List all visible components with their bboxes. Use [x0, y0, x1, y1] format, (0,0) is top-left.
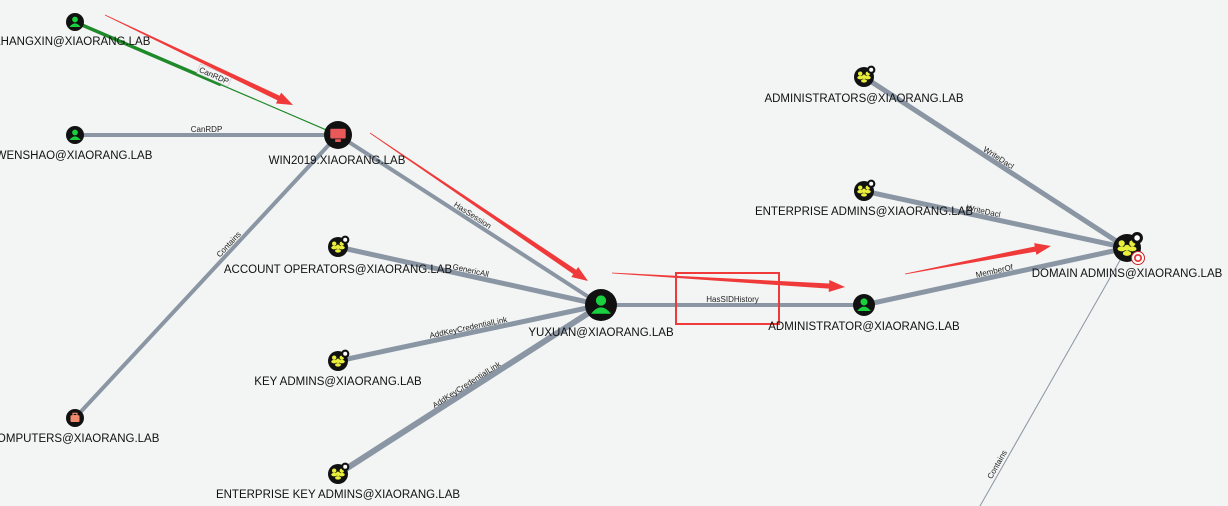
node-label: KEY ADMINS@XIAORANG.LAB — [254, 376, 422, 388]
node-win2019[interactable] — [324, 121, 352, 149]
node-label: COMPUTERS@XIAORANG.LAB — [0, 433, 160, 445]
edge-label-box — [196, 63, 233, 87]
edges-layer — [73, 20, 1130, 506]
node-label: ADMINISTRATOR@XIAORANG.LAB — [768, 321, 960, 333]
node-wenshao[interactable] — [66, 126, 84, 144]
group-icon — [328, 349, 350, 371]
computer-icon — [324, 121, 352, 149]
node-administrator[interactable] — [853, 294, 875, 316]
edge-genericall-account_operators[interactable] — [335, 244, 604, 308]
edge-writedacl-enterprise_admins[interactable] — [861, 188, 1130, 251]
group-icon — [854, 65, 876, 87]
node-labels-layer: ZHANGXIN@XIAORANG.LAB WENSHAO@XIAORANG.LA… — [0, 36, 1223, 501]
user-icon — [853, 294, 875, 316]
node-label: ENTERPRISE KEY ADMINS@XIAORANG.LAB — [216, 489, 460, 501]
nodes-layer — [66, 13, 1145, 484]
node-domain-admins[interactable] — [1113, 232, 1145, 265]
node-yuxuan[interactable] — [585, 289, 617, 321]
edge-label-text: CanRDP — [191, 125, 223, 134]
edge-writedacl-administrators[interactable] — [861, 74, 1130, 251]
edge-addkeycredentiallink-key_admins[interactable] — [335, 302, 604, 364]
edge-contains-win2019[interactable] — [73, 133, 340, 420]
node-label: DOMAIN ADMINS@XIAORANG.LAB — [1032, 268, 1223, 280]
briefcase-icon — [66, 409, 84, 427]
node-enterprise-admins[interactable] — [854, 179, 876, 201]
red-arrow-memberof — [904, 243, 1051, 275]
user-icon — [66, 13, 84, 31]
node-administrators[interactable] — [854, 65, 876, 87]
red-arrow-hassession — [369, 132, 588, 281]
group-icon — [328, 462, 350, 484]
highlight-box — [675, 272, 780, 325]
edge-label-hassession: HasSession — [452, 200, 493, 231]
edge-contains-domain_admins[interactable] — [979, 247, 1128, 506]
group-icon — [854, 179, 876, 201]
group-icon — [328, 235, 350, 257]
red-arrow-zhangxin — [104, 14, 293, 105]
node-account-operators[interactable] — [328, 235, 350, 257]
edge-hassession-win2019[interactable] — [336, 133, 603, 307]
node-label: ADMINISTRATORS@XIAORANG.LAB — [764, 93, 963, 105]
user-icon — [585, 289, 617, 321]
node-label: WENSHAO@XIAORANG.LAB — [0, 150, 153, 162]
edge-label-addkeycredentiallink: AddKeyCredentialLink — [431, 359, 503, 410]
edge-addkeycredentiallink-enterprise_key_admins[interactable] — [335, 302, 604, 477]
edge-label-text: HasSIDHistory — [706, 295, 758, 304]
annotations-layer — [104, 14, 1051, 325]
edge-label-canrdp: CanRDP — [191, 125, 223, 134]
node-label: YUXUAN@XIAORANG.LAB — [528, 327, 674, 339]
node-label: ACCOUNT OPERATORS@XIAORANG.LAB — [224, 264, 453, 276]
red-arrow-hassidhistory — [611, 272, 845, 293]
node-label: WIN2019.XIAORANG.LAB — [269, 155, 406, 167]
edge-memberof-administrator[interactable] — [861, 245, 1130, 308]
edge-label-hassidhistory: HasSIDHistory — [706, 295, 758, 304]
node-computers[interactable] — [66, 409, 84, 427]
group-icon — [1113, 232, 1143, 262]
edge-label-text: HasSession — [452, 200, 493, 231]
target-icon — [1131, 251, 1145, 265]
edge-canrdp-zhangxin[interactable] — [73, 20, 339, 136]
node-zhangxin[interactable] — [66, 13, 84, 31]
node-label: ZHANGXIN@XIAORANG.LAB — [0, 36, 151, 48]
user-icon — [66, 126, 84, 144]
node-label: ENTERPRISE ADMINS@XIAORANG.LAB — [755, 206, 973, 218]
node-enterprise-key-admins[interactable] — [328, 462, 350, 484]
edge-label-text: AddKeyCredentialLink — [431, 359, 503, 410]
node-key-admins[interactable] — [328, 349, 350, 371]
